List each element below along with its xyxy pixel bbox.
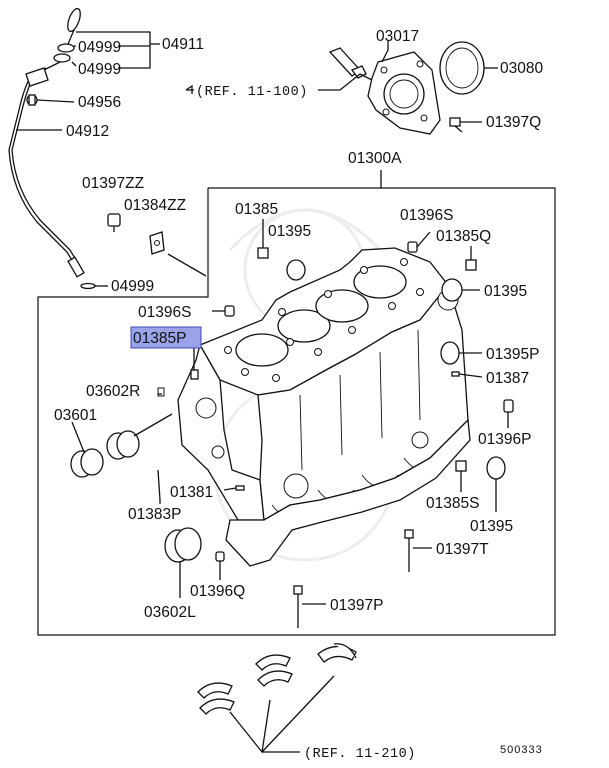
- pin-01387: [451, 371, 460, 377]
- dowel-01396p: [503, 399, 514, 413]
- label-01396s-b[interactable]: 01396S: [138, 304, 191, 321]
- bolt-01397p: [293, 585, 303, 628]
- plug-01385: [257, 241, 269, 259]
- label-04912[interactable]: 04912: [66, 123, 109, 140]
- ref-11-210[interactable]: (REF. 11-210): [304, 747, 416, 762]
- dowel-01396s-b: [224, 305, 235, 317]
- expansion-plug-01395b: [441, 278, 463, 302]
- stud-01383p: [157, 469, 161, 501]
- seal-case-bolt: [449, 117, 463, 133]
- dowel-01396q: [215, 551, 225, 562]
- part-labels: 04911 04999 04999 04956 04912 04999 0301…: [54, 28, 543, 762]
- bearing-03601: [70, 448, 104, 478]
- cylinder-block: [177, 247, 471, 567]
- label-01396s-a[interactable]: 01396S: [400, 207, 453, 224]
- dipstick-assembly: [8, 7, 96, 290]
- label-04911[interactable]: 04911: [162, 36, 204, 53]
- label-03602r[interactable]: 03602R: [86, 383, 140, 400]
- plug-01397zz: [107, 213, 121, 232]
- bearing-03602r: [106, 387, 165, 460]
- plug-01385q: [465, 259, 477, 271]
- label-04999-a[interactable]: 04999: [78, 39, 121, 56]
- leader-lines: [16, 31, 509, 605]
- label-01381[interactable]: 01381: [170, 484, 213, 501]
- label-01385[interactable]: 01385: [235, 201, 278, 218]
- block-assembly-frame: [37, 170, 556, 636]
- label-01397q[interactable]: 01397Q: [486, 114, 541, 131]
- pin-01381: [235, 485, 245, 491]
- bearing-03602l: [164, 527, 202, 563]
- label-01385s[interactable]: 01385S: [426, 495, 479, 512]
- bracket-01384zz: [149, 231, 207, 277]
- expansion-plug-01395p: [440, 341, 460, 365]
- rear-oil-seal-case: [367, 51, 441, 135]
- label-01384zz[interactable]: 01384ZZ: [124, 197, 186, 214]
- diagram-code: 500333: [500, 744, 543, 756]
- label-01385p[interactable]: 01385P: [133, 330, 186, 347]
- label-03601[interactable]: 03601: [54, 407, 97, 424]
- bolt-01385s: [455, 460, 467, 472]
- label-01300a[interactable]: 01300A: [348, 150, 402, 167]
- label-01397p[interactable]: 01397P: [330, 597, 383, 614]
- label-01396p[interactable]: 01396P: [478, 431, 531, 448]
- label-03017[interactable]: 03017: [376, 28, 419, 45]
- label-01387[interactable]: 01387: [486, 370, 529, 387]
- oil-seal-ring: [439, 41, 485, 95]
- label-03602l[interactable]: 03602L: [144, 604, 196, 621]
- label-01395p[interactable]: 01395P: [486, 346, 539, 363]
- label-01383p[interactable]: 01383P: [128, 506, 181, 523]
- label-04999-b[interactable]: 04999: [78, 61, 121, 78]
- ref-11-100[interactable]: (REF. 11-100): [196, 85, 308, 100]
- label-03080[interactable]: 03080: [500, 60, 543, 77]
- label-04956[interactable]: 04956: [78, 94, 121, 111]
- expansion-plug-01395a: [286, 259, 306, 281]
- label-01395-a[interactable]: 01395: [268, 223, 311, 240]
- plug-01385p: [190, 369, 199, 380]
- sealant-tube: [328, 47, 367, 79]
- highlight-box-01385p: [130, 326, 202, 349]
- label-01385q[interactable]: 01385Q: [436, 228, 491, 245]
- label-01397zz[interactable]: 01397ZZ: [82, 175, 144, 192]
- label-01396q[interactable]: 01396Q: [190, 583, 245, 600]
- bolt-01397t: [404, 529, 414, 572]
- expansion-plug-01395c: [486, 456, 506, 480]
- dowel-01396s-a: [407, 241, 418, 253]
- label-04999-c[interactable]: 04999: [111, 278, 154, 295]
- label-01395-c[interactable]: 01395: [470, 518, 513, 535]
- label-01395-b[interactable]: 01395: [484, 283, 527, 300]
- label-01397t[interactable]: 01397T: [436, 541, 489, 558]
- bearing-shells: [197, 643, 357, 754]
